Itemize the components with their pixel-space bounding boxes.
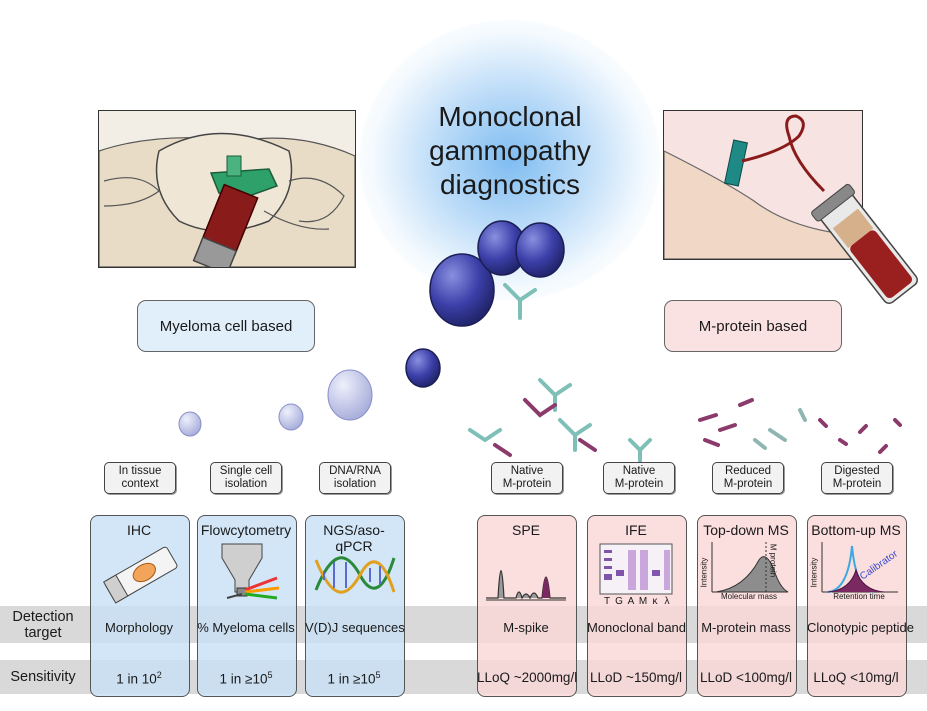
ife-lane-a: A	[627, 596, 635, 607]
method-group-digested: Digested M-protein	[821, 462, 893, 494]
column-ihc	[90, 515, 190, 697]
sensitivity-ife: LLoD ~150mg/l	[590, 670, 682, 685]
cell-pale-2	[278, 403, 304, 431]
blood-draw-illustration	[663, 110, 863, 260]
column-title-topdown: Top-down MS	[703, 522, 789, 538]
ife-lane-kappa: κ	[652, 596, 658, 607]
m-protein-based-label: M-protein based	[664, 300, 842, 352]
sensitivity-bottomup: LLoQ <10mg/l	[813, 670, 899, 685]
dna-helix-icon	[314, 556, 396, 594]
method-group-single-cell: Single cell isolation	[210, 462, 282, 494]
detection-target-label: Detection target	[12, 609, 74, 641]
target-ihc: Morphology	[105, 620, 173, 635]
method-group-reduced: Reduced M-protein	[712, 462, 784, 494]
myeloma-cell-based-label: Myeloma cell based	[137, 300, 315, 352]
column-title-bottomup: Bottom-up MS	[811, 522, 901, 538]
spe-electropherogram	[486, 570, 566, 601]
flow-cytometer-icon	[221, 543, 280, 600]
bottomup-ylabel: Intensity	[809, 557, 819, 588]
cell-pale-3	[178, 411, 202, 437]
method-group-native-1: Native M-protein	[491, 462, 563, 494]
column-title-ngs: NGS/aso-qPCR	[323, 522, 385, 554]
bone-marrow-biopsy-illustration	[98, 110, 356, 268]
column-ngs	[305, 515, 405, 697]
sensitivity-ihc: 1 in 102	[116, 670, 162, 687]
slide-icon	[103, 546, 178, 604]
cell-small	[405, 348, 441, 388]
sensitivity-spe: LLoQ ~2000mg/l	[477, 670, 578, 685]
page-title: Monoclonal gammopathy diagnostics	[429, 101, 591, 200]
column-bottomup	[807, 515, 907, 697]
target-flowcytometry: % Myeloma cells	[197, 620, 295, 635]
topdown-xlabel: Molecular mass	[720, 592, 777, 601]
bottomup-xlabel: Retention time	[833, 592, 885, 601]
column-title-ihc: IHC	[126, 522, 152, 538]
bottomup-ms-plot	[821, 542, 898, 593]
topdown-peak-label: M protein	[768, 543, 778, 578]
ife-gel	[599, 543, 673, 595]
blood-tube-icon	[811, 183, 918, 304]
method-group-native-2: Native M-protein	[603, 462, 675, 494]
target-ife: Monoclonal band	[587, 620, 687, 635]
ife-lane-t: T	[603, 596, 611, 607]
cell-pale-1	[327, 369, 373, 421]
sensitivity-ngs: 1 in ≥105	[327, 670, 381, 687]
ife-lane-g: G	[615, 596, 623, 607]
sensitivity-label: Sensitivity	[10, 669, 76, 685]
target-spe: M-spike	[503, 620, 549, 635]
target-topdown: M-protein mass	[701, 620, 791, 635]
column-title-spe: SPE	[511, 522, 540, 538]
column-title-flowcytometry: Flowcytometry	[200, 522, 292, 538]
target-bottomup: Clonotypic peptide	[807, 620, 914, 635]
sensitivity-topdown: LLoD <100mg/l	[700, 670, 792, 685]
target-ngs: V(D)J sequences	[305, 620, 405, 635]
method-group-in-tissue: In tissue context	[104, 462, 176, 494]
sensitivity-flowcytometry: 1 in ≥105	[219, 670, 273, 687]
column-topdown	[697, 515, 797, 697]
method-group-dna-rna: DNA/RNA isolation	[319, 462, 391, 494]
ife-lane-m: M	[638, 596, 648, 607]
topdown-ms-plot	[711, 542, 789, 593]
column-spe	[477, 515, 577, 697]
blood-draw-drawing	[664, 111, 862, 259]
column-title-ife: IFE	[625, 522, 647, 538]
biopsy-drawing	[99, 111, 355, 267]
ife-lane-lambda: λ	[664, 596, 670, 607]
topdown-ylabel: Intensity	[699, 557, 709, 588]
